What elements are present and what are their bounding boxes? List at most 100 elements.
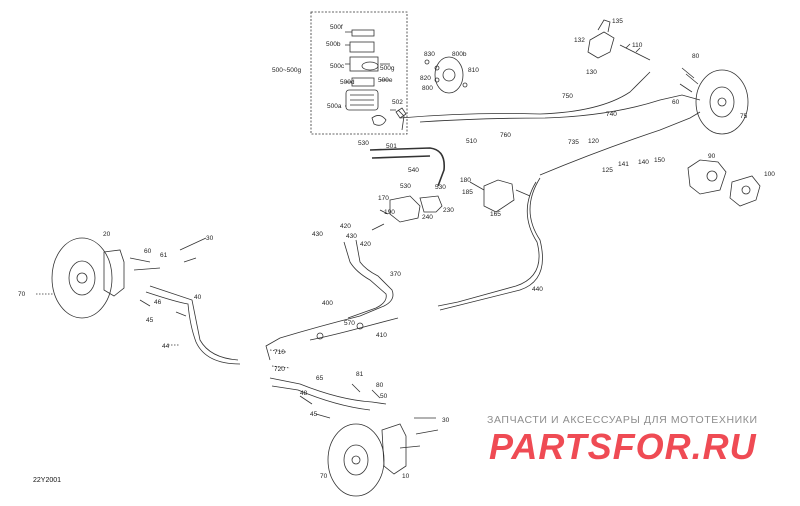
callout-label: 46 (154, 299, 162, 306)
callout-label: 130 (586, 69, 597, 76)
callout-label: 135 (612, 18, 623, 25)
callout-label: 820 (420, 75, 431, 82)
watermark-brand: PARTSFOR.RU (489, 426, 757, 467)
callout-label: 30 (442, 417, 450, 424)
callout-label: 830 (424, 51, 435, 58)
part-165 (483, 179, 515, 213)
callout-label: 810 (468, 67, 479, 74)
callout-label: 170 (378, 195, 389, 202)
callout-label: 20 (103, 231, 111, 238)
callout-label: 90 (708, 153, 716, 160)
callout-label: 430 (346, 233, 357, 240)
front-disc-75 (695, 69, 749, 135)
callout-label: 370 (390, 271, 401, 278)
callout-label: 410 (376, 332, 387, 339)
callout-label: 500e (378, 77, 393, 84)
part-500d (351, 77, 375, 87)
hose-510 (369, 147, 446, 187)
callout-label: 240 (422, 214, 433, 221)
callout-label: 70 (320, 473, 328, 480)
callout-label: 430 (312, 231, 323, 238)
callout-label: 510 (466, 138, 477, 145)
line-440 (439, 177, 543, 311)
callout-label: 70 (18, 291, 26, 298)
callout-label: 740 (606, 111, 617, 118)
diagram-code: 22Y2001 (33, 477, 61, 484)
callout-label: 81 (356, 371, 364, 378)
callout-label: 185 (462, 189, 473, 196)
callout-label: 530 (435, 184, 446, 191)
callout-label: 150 (654, 157, 665, 164)
callout-label: 40 (194, 294, 202, 301)
callout-label: 530 (358, 140, 369, 147)
bracket-100 (729, 175, 761, 207)
callout-label: 540 (408, 167, 419, 174)
callout-label: 125 (602, 167, 613, 174)
hose-40 (149, 285, 239, 361)
callout-label: 400 (322, 300, 333, 307)
callout-label: 65 (316, 375, 324, 382)
callout-label: 45 (146, 317, 154, 324)
part-130 (587, 31, 615, 59)
callout-label: 120 (588, 138, 599, 145)
callout-label: 45 (310, 411, 318, 418)
callout-label: 720 (274, 366, 285, 373)
callout-label: 230 (443, 207, 454, 214)
callout-label: 61 (160, 252, 168, 259)
watermark-tagline: ЗАПЧАСТИ И АКСЕССУАРЫ ДЛЯ МОТОТЕХНИКИ (487, 414, 758, 426)
callout-label: 710 (274, 349, 285, 356)
callout-label: 190 (384, 209, 395, 216)
callout-label: 48 (300, 390, 308, 397)
callout-label: 530 (400, 183, 411, 190)
callout-label: 10 (402, 473, 410, 480)
callout-label: 180 (460, 177, 471, 184)
part-800b (434, 56, 464, 94)
callout-label: 141 (618, 161, 629, 168)
callout-label: 440 (532, 286, 543, 293)
caliper-90 (687, 159, 727, 195)
callout-label: 50 (380, 393, 388, 400)
callout-label: 570 (344, 320, 355, 327)
callout-label: 132 (574, 37, 585, 44)
callout-label: 420 (340, 223, 351, 230)
line-120 (539, 111, 701, 176)
callout-label: 500d (340, 79, 355, 86)
callout-label: 44 (162, 343, 170, 350)
callout-label: 420 (360, 241, 371, 248)
callout-label: 30 (206, 235, 214, 242)
callout-label: 760 (500, 132, 511, 139)
callout-label: 75 (740, 113, 748, 120)
master-cylinder-box (310, 11, 408, 135)
callout-label: 80 (376, 382, 384, 389)
line-400 (265, 239, 394, 361)
left-disc-70 (51, 237, 113, 319)
line-rear-lower (269, 377, 387, 405)
caliper-10 (381, 423, 407, 475)
callout-label: 500~500g (272, 67, 301, 74)
abs-unit-170 (389, 195, 421, 223)
callout-label: 165 (490, 211, 501, 218)
callout-label: 110 (632, 42, 643, 49)
callout-label: 500a (327, 103, 342, 110)
part-500f (351, 29, 375, 37)
callout-label: 502 (392, 99, 403, 106)
callout-label: 500b (326, 41, 341, 48)
part-500b (349, 41, 375, 53)
line-410 (309, 317, 399, 341)
caliper-20 (103, 249, 125, 297)
lower-disc-70 (327, 423, 385, 497)
part-500a (345, 89, 379, 111)
callout-label: 60 (672, 99, 680, 106)
callout-label: 501 (386, 143, 397, 150)
callout-label: 80 (692, 53, 700, 60)
callout-label: 140 (638, 159, 649, 166)
callout-label: 100 (764, 171, 775, 178)
callout-label: 800b (452, 51, 467, 58)
callout-label: 60 (144, 248, 152, 255)
callout-label: 500g (380, 65, 395, 72)
callout-label: 500f (330, 24, 343, 31)
callout-label: 500c (330, 63, 345, 70)
line-740 (399, 71, 651, 119)
